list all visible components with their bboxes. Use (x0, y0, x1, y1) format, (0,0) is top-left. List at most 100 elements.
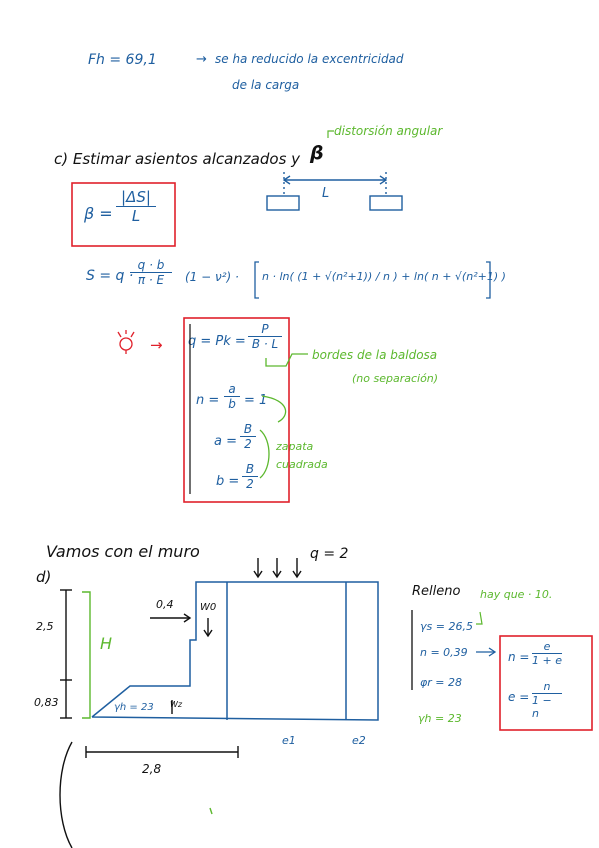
footing-right (369, 195, 403, 211)
load-arrow-1-head (253, 570, 263, 579)
beta-note-pointer (327, 130, 334, 138)
n-bar (224, 396, 240, 397)
load-arrow-3-head (292, 570, 302, 579)
section-c-title: c) Estimar asientos alcanzados y (54, 150, 301, 168)
box-n-den: 1 + e (532, 654, 562, 667)
gamma-h-wall: γh = 23 (114, 702, 154, 713)
relleno-n-arrow-head (488, 647, 497, 657)
span-l-label: L (322, 186, 330, 201)
span-arrow-right (379, 175, 388, 185)
relleno-phi: φr = 28 (420, 676, 462, 689)
q-fraction: P B · L (248, 322, 282, 351)
beta-denominator: L (131, 207, 141, 225)
footing-left (266, 195, 300, 211)
span-arrow-left (282, 175, 291, 185)
settlement-frac-num: q · b (137, 258, 165, 272)
height-lower: 0,83 (34, 696, 59, 709)
wall-q-label: q = 2 (310, 546, 349, 562)
box-e-fraction: n 1 − n (532, 680, 562, 720)
green-note-zapata: zapata (276, 440, 314, 453)
relleno-gamma-s: γs = 26,5 (420, 620, 473, 633)
a-fraction: B 2 (240, 422, 256, 451)
box-e-num: n (543, 680, 551, 693)
a-num: B (243, 422, 253, 436)
n-value: = 1 (244, 393, 268, 408)
box-e-den: 1 − n (532, 694, 552, 720)
n-num: a (228, 382, 236, 396)
wall-title: Vamos con el muro (46, 542, 200, 561)
q-num: P (261, 322, 269, 336)
green-note-no-separacion: (no separación) (352, 372, 439, 385)
fh-value: Fh = 69,1 (88, 52, 157, 68)
bulb-circle (119, 337, 133, 351)
lightbulb-icon (117, 330, 135, 354)
box-n-lhs: n = (508, 650, 530, 664)
e1-label: e1 (282, 734, 296, 747)
wz-label: Wz (170, 700, 183, 709)
beta-note: distorsión angular (334, 124, 443, 138)
a-bar (240, 436, 256, 437)
n-definition: n = (196, 393, 220, 408)
settlement-brackets (254, 261, 491, 299)
wall-outline (91, 581, 379, 721)
n-fraction: a b (224, 382, 240, 411)
box-n-fraction: e 1 + e (532, 640, 562, 667)
settlement-frac-bar (130, 272, 172, 273)
box-e-lhs: e = (508, 690, 530, 704)
b-num: B (245, 462, 255, 476)
brace-ab (259, 429, 270, 479)
beta-symbol: β (310, 142, 324, 164)
connector-q (265, 353, 308, 367)
load-arrows (59, 558, 302, 848)
fh-note-line-2: de la carga (232, 78, 300, 92)
box-e-bar (532, 693, 562, 694)
settlement-fraction: q · b π · E (130, 258, 172, 287)
b-fraction: B 2 (242, 462, 258, 491)
q-den: B · L (251, 337, 279, 351)
settlement-factor: (1 − ν²) · (185, 270, 239, 284)
porosity-box (499, 635, 593, 731)
relleno-n: n = 0,39 (420, 646, 468, 659)
bulb-ray-right (130, 331, 135, 338)
relleno-note: hay que · 10. (480, 588, 553, 601)
green-connectors (259, 353, 308, 479)
fh-arrow: → (196, 52, 207, 67)
beta-formula-box (71, 182, 176, 247)
height-H-label: H (100, 634, 113, 653)
height-upper: 2,5 (36, 620, 54, 633)
settlement-bracket: n · ln( (1 + √(n²+1)) / n ) + ln( n + √(… (262, 270, 506, 283)
relleno-gamma-h: γh = 23 (418, 712, 462, 725)
definitions-box (183, 317, 290, 503)
a-den: 2 (244, 437, 252, 451)
connector-n (261, 395, 287, 423)
box-n-num: e (543, 640, 551, 653)
e2-label: e2 (352, 734, 366, 747)
height-H-bracket (82, 591, 91, 719)
n-den: b (228, 397, 236, 411)
settlement-frac-den: π · E (137, 273, 165, 287)
bulb-arrow: → (150, 336, 163, 354)
top-width-pointer-head (183, 613, 192, 623)
q-bar (248, 336, 282, 337)
section-d-label: d) (36, 568, 52, 586)
relleno-title: Relleno (412, 584, 461, 599)
footings-sketch (266, 172, 403, 211)
beta-fraction: |ΔS| L (116, 188, 156, 225)
beta-fraction-bar (116, 206, 156, 207)
stray-mark (209, 807, 213, 815)
b-definition: b = (216, 474, 240, 489)
base-width-label: 2,8 (142, 762, 162, 776)
large-parenthesis (59, 741, 73, 848)
load-arrow-2-head (272, 570, 282, 579)
b-den: 2 (246, 477, 254, 491)
wall-drawing (91, 581, 379, 721)
beta-formula-lhs: β = (84, 204, 113, 223)
box-n-bar (532, 653, 562, 654)
fh-note-line-1: se ha reducido la excentricidad (215, 52, 404, 66)
w0-label: W0 (200, 602, 217, 613)
a-definition: a = (214, 434, 237, 449)
bracket-left (254, 261, 259, 299)
bulb-ray-left (117, 331, 122, 338)
b-bar (242, 476, 258, 477)
